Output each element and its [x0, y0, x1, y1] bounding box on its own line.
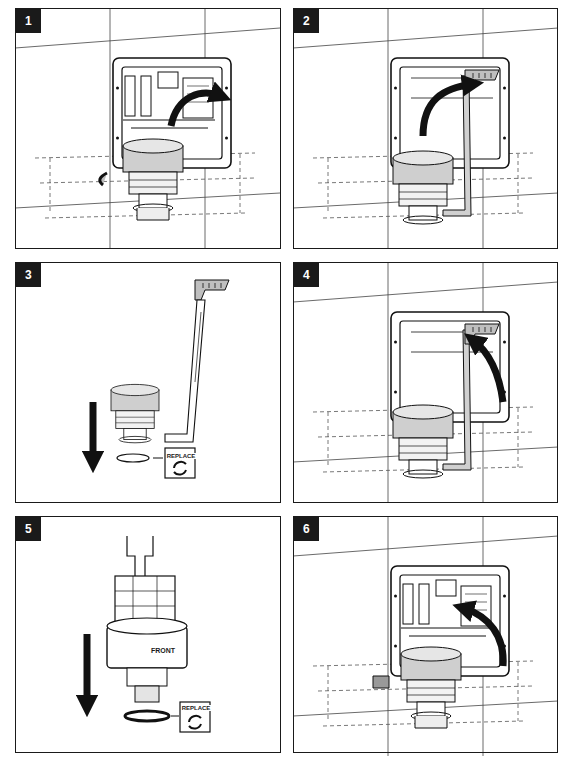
step-6-art — [293, 516, 558, 756]
step-panel: 3 — [15, 262, 281, 503]
step-number: 4 — [294, 263, 319, 287]
replace-tag: REPLACE — [166, 453, 197, 459]
step-3-art — [93, 280, 229, 478]
step-panel: 2 — [293, 8, 558, 249]
step-5-art — [87, 536, 210, 732]
replace-tag: REPLACE — [181, 705, 212, 711]
step-panel: 4 — [293, 262, 558, 503]
step-panel: 6 — [293, 516, 558, 753]
step-4-art — [293, 262, 558, 502]
step-number: 2 — [294, 9, 319, 33]
step-number: 3 — [16, 263, 41, 287]
step-1-art — [15, 8, 280, 248]
part-marking: FRONT — [150, 647, 176, 654]
step-panel: 5 — [15, 516, 281, 753]
step-2-art — [293, 8, 558, 248]
step-number: 1 — [16, 9, 41, 33]
step-number: 5 — [16, 517, 41, 541]
step-number: 6 — [294, 517, 319, 541]
step-panel: 1 — [15, 8, 281, 249]
